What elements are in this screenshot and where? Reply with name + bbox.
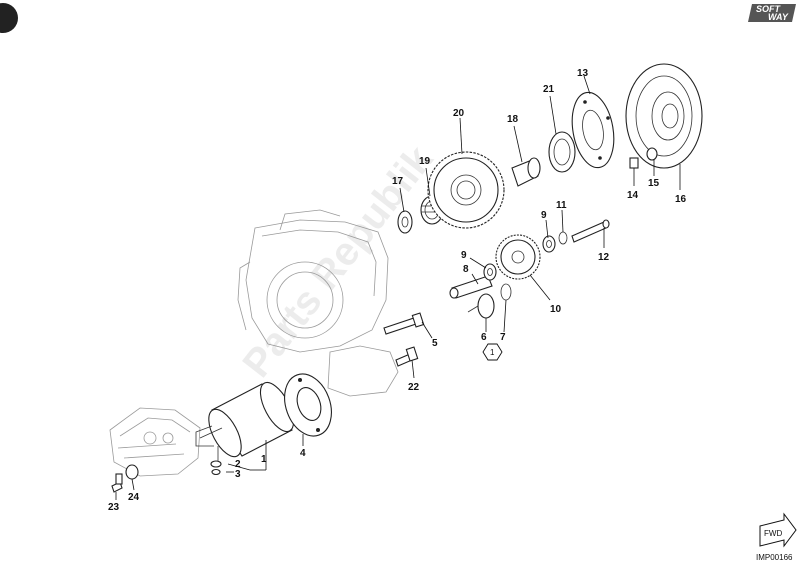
- fwd-label: FWD: [764, 529, 782, 538]
- fwd-arrow-icon: FWD: [759, 512, 797, 548]
- callout-20: 20: [453, 108, 465, 119]
- pinion-gear-6: [467, 293, 495, 319]
- callout-4: 4: [300, 448, 306, 459]
- engine-case-outline: [237, 209, 399, 397]
- callout-18: 18: [507, 114, 519, 125]
- screw-22: [395, 346, 419, 367]
- callout-9a: 9: [461, 250, 467, 261]
- callout-2: 2: [235, 459, 241, 470]
- callout-22: 22: [408, 382, 420, 393]
- pin-12: [571, 219, 610, 243]
- washer-9b: [542, 235, 556, 253]
- pin-14: [629, 157, 639, 169]
- callout-19: 19: [419, 156, 431, 167]
- note-marker-text: 1: [490, 348, 495, 357]
- circlip-7: [500, 283, 512, 301]
- callout-17: 17: [392, 176, 404, 187]
- callout-15: 15: [648, 178, 660, 189]
- freewheel-sprag-21: [548, 131, 576, 173]
- terminal-nut-washer: [210, 460, 222, 476]
- callout-12: 12: [598, 252, 610, 263]
- callout-labels: 1 2 3 4 5 6 7 8 9 9 10 11 12 13 14 15 16…: [108, 68, 687, 513]
- callout-6: 6: [481, 332, 487, 343]
- nut-15: [646, 147, 658, 161]
- corner-disc-icon: [0, 3, 18, 33]
- callout-24: 24: [128, 492, 140, 503]
- starter-motor: [195, 381, 295, 462]
- leader-lines: [115, 75, 681, 500]
- circlip-11: [558, 231, 568, 245]
- callout-23: 23: [108, 502, 120, 513]
- softway-logo: SOFT WAY: [748, 4, 796, 22]
- intermediate-gear-10: [495, 234, 541, 280]
- bolt-23: [111, 473, 123, 493]
- callout-10: 10: [550, 304, 562, 315]
- callout-13: 13: [577, 68, 589, 79]
- starter-flange: [284, 373, 332, 437]
- callout-3: 3: [235, 469, 241, 480]
- callout-9b: 9: [541, 210, 547, 221]
- starter-gear-20: [427, 151, 505, 229]
- callout-14: 14: [627, 190, 639, 201]
- spacer-24: [125, 464, 139, 480]
- washer-17: [397, 210, 413, 234]
- callout-1: 1: [261, 454, 267, 465]
- freewheel-housing-13: [571, 91, 615, 169]
- callout-7: 7: [500, 332, 506, 343]
- idler-shaft-8: [449, 275, 493, 299]
- callout-8: 8: [463, 264, 469, 275]
- logo-bottom-text: WAY: [768, 12, 789, 22]
- washer-9a: [483, 263, 497, 281]
- callout-21: 21: [543, 84, 555, 95]
- callout-5: 5: [432, 338, 438, 349]
- screw-5: [383, 312, 425, 335]
- drawing-code: IMP00166: [756, 553, 793, 562]
- logo-top-text: SOFT: [756, 4, 782, 14]
- callout-16: 16: [675, 194, 687, 205]
- callout-11: 11: [556, 200, 567, 211]
- note-marker: 1: [482, 343, 503, 361]
- cylinder-head-outline: [109, 407, 201, 477]
- bush-18: [511, 157, 541, 187]
- flywheel-16: [625, 63, 703, 169]
